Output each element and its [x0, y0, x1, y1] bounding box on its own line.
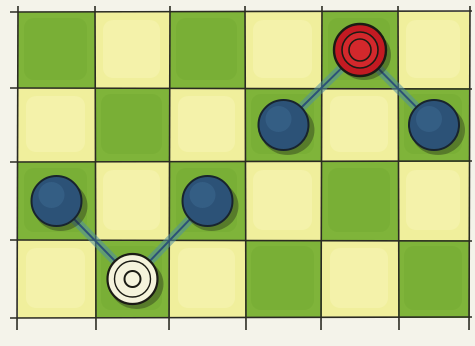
square-shade [404, 246, 462, 310]
square-shade [24, 18, 87, 80]
piece-highlight [190, 182, 216, 208]
square-shade [406, 20, 460, 78]
grid-line-horizontal [10, 317, 472, 318]
grid-line-vertical [169, 6, 170, 330]
square-shade [176, 18, 237, 80]
grid-line-vertical [17, 6, 18, 330]
piece-highlight [416, 106, 442, 132]
square-shade [103, 170, 160, 230]
square-shade [330, 248, 388, 308]
grid-line-vertical [469, 6, 470, 330]
square-shade [26, 96, 85, 152]
square-shade [253, 170, 312, 230]
grid-line-vertical [398, 6, 399, 330]
piece-ring [342, 32, 378, 68]
grid-line-horizontal [10, 11, 472, 12]
square-shade [330, 96, 388, 152]
square-shade [253, 20, 312, 78]
square-shade [251, 246, 314, 310]
grid-line-vertical [95, 6, 96, 330]
grid-line-vertical [321, 6, 322, 330]
square-shade [101, 94, 162, 154]
piece-highlight [266, 106, 292, 132]
grid-line-vertical [245, 6, 246, 330]
grid-line-horizontal [10, 161, 472, 162]
grid-line-horizontal [10, 240, 472, 241]
square-shade [328, 168, 390, 232]
square-shade [178, 96, 235, 152]
square-shade [103, 20, 160, 78]
square-shade [178, 248, 235, 308]
square-shade [406, 170, 460, 230]
piece-highlight [39, 182, 65, 208]
square-shade [26, 248, 85, 308]
